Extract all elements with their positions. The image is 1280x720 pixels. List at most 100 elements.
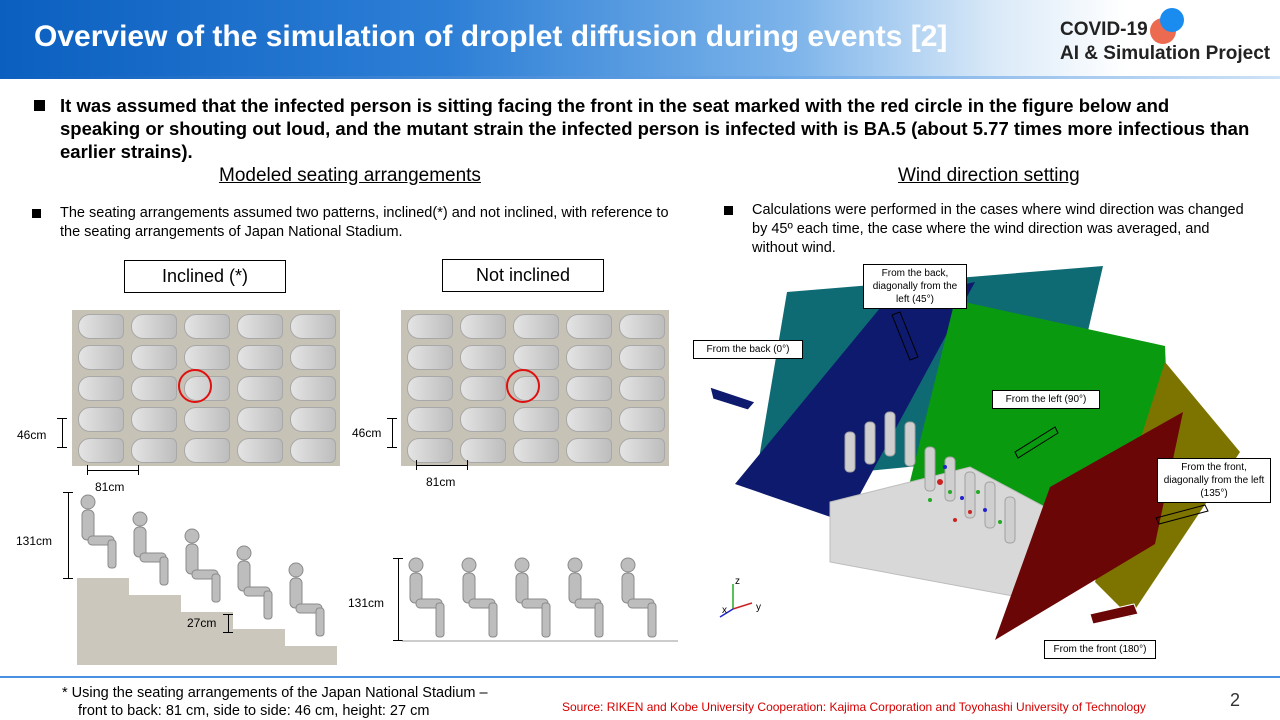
- seating-section-title: Modeled seating arrangements: [219, 165, 481, 186]
- header-underline: [0, 76, 1280, 79]
- step-height-dimension: 27cm: [187, 616, 217, 630]
- label-from-left: From the left (90°): [992, 390, 1100, 409]
- seat-top-view: [513, 314, 559, 339]
- seat-top-view: [407, 376, 453, 401]
- logo-line-1: COVID-19: [1060, 19, 1148, 40]
- label-from-front-diagonal: From the front, diagonally from the left…: [1157, 458, 1271, 503]
- seat-top-view: [407, 407, 453, 432]
- dimension-line: [87, 470, 139, 471]
- wind-bullet-text: Calculations were performed in the cases…: [752, 202, 1244, 256]
- dimension-tick: [467, 460, 468, 470]
- seat-top-view: [460, 345, 506, 370]
- seat-top-view: [131, 345, 177, 370]
- height-dimension: 131cm: [348, 596, 385, 610]
- height-line: [68, 492, 69, 578]
- seat-top-view: [619, 438, 665, 463]
- seat-top-view: [566, 438, 612, 463]
- infected-seat-marker: [506, 369, 540, 403]
- back-wind-arrow: [709, 386, 756, 411]
- main-bullet-text: It was assumed that the infected person …: [60, 95, 1250, 162]
- inclined-seated-people: [80, 494, 325, 637]
- seat-top-view: [184, 438, 230, 463]
- dimension-tick: [223, 632, 233, 633]
- project-logo: COVID-19 AI & Simulation Project: [1060, 8, 1275, 70]
- droplet-particles: [928, 465, 1002, 524]
- seat-top-view: [290, 407, 336, 432]
- seat-top-view: [566, 345, 612, 370]
- front-to-back-dimension: 81cm: [426, 475, 456, 489]
- side-to-side-dimension: 46cm: [17, 428, 47, 442]
- seat-top-view: [407, 438, 453, 463]
- wind-direction-diagram: [709, 266, 1240, 640]
- seat-top-view: [237, 438, 283, 463]
- footnote-line-1: * Using the seating arrangements of the …: [62, 685, 488, 701]
- dimension-tick: [138, 465, 139, 475]
- seat-top-view: [619, 376, 665, 401]
- label-from-back: From the back (0°): [693, 340, 803, 359]
- seat-top-view: [131, 314, 177, 339]
- back-plane: [735, 282, 975, 522]
- height-line: [398, 558, 399, 640]
- dimension-tick: [387, 447, 397, 448]
- seat-top-view: [290, 438, 336, 463]
- seat-top-view: [460, 438, 506, 463]
- seat-top-view: [78, 407, 124, 432]
- seat-top-view: [407, 345, 453, 370]
- seat-top-view: [78, 438, 124, 463]
- seat-top-view: [184, 407, 230, 432]
- seat-top-view: [78, 345, 124, 370]
- seat-top-view: [237, 345, 283, 370]
- seat-top-view: [513, 345, 559, 370]
- height-dimension: 131cm: [16, 534, 53, 548]
- z-axis-label: z: [735, 576, 740, 587]
- slide-title: Overview of the simulation of droplet di…: [34, 20, 948, 53]
- dimension-tick: [57, 447, 67, 448]
- dimension-tick: [63, 492, 73, 493]
- seat-top-view: [131, 438, 177, 463]
- footnote-line-2: front to back: 81 cm, side to side: 46 c…: [78, 703, 430, 719]
- side-to-side-dimension: 46cm: [352, 426, 382, 440]
- dimension-tick: [87, 465, 88, 475]
- step-line: [228, 614, 229, 632]
- seat-top-view: [407, 314, 453, 339]
- front-to-back-dimension: 81cm: [95, 480, 125, 494]
- seat-top-view: [513, 438, 559, 463]
- inclined-stairs: [77, 578, 337, 665]
- seat-top-view: [566, 314, 612, 339]
- bullet-square-icon: [724, 206, 733, 215]
- y-axis-label: y: [756, 602, 761, 613]
- seat-top-view: [237, 376, 283, 401]
- dimension-tick: [63, 578, 73, 579]
- inclined-label: Inclined (*): [124, 260, 286, 293]
- seat-top-view: [184, 314, 230, 339]
- label-from-front: From the front (180°): [1044, 640, 1156, 659]
- wind-section-title: Wind direction setting: [898, 165, 1080, 186]
- footer-line: [0, 676, 1280, 678]
- source-credit: Source: RIKEN and Kobe University Cooper…: [562, 700, 1146, 714]
- main-bullet: It was assumed that the infected person …: [34, 94, 1254, 163]
- dimension-line: [392, 418, 393, 448]
- seating-bullet: The seating arrangements assumed two pat…: [32, 204, 672, 242]
- seat-top-view: [131, 376, 177, 401]
- not-inclined-seat-grid: [401, 310, 669, 466]
- seat-top-view: [290, 314, 336, 339]
- front-plane: [995, 412, 1183, 640]
- dimension-tick: [57, 418, 67, 419]
- seat-top-view: [78, 314, 124, 339]
- dimension-tick: [393, 558, 403, 559]
- footnote: * Using the seating arrangements of the …: [62, 684, 488, 720]
- infected-seat-marker: [178, 369, 212, 403]
- not-inclined-label: Not inclined: [442, 259, 604, 292]
- seat-top-view: [566, 376, 612, 401]
- inclined-seat-grid: [72, 310, 340, 466]
- bullet-square-icon: [32, 209, 41, 218]
- dimension-tick: [416, 460, 417, 470]
- logo-blue-circle: [1160, 8, 1184, 32]
- header-bar: [0, 0, 1280, 78]
- x-axis-label: x: [722, 605, 727, 616]
- dimension-tick: [223, 614, 233, 615]
- dimension-line: [416, 465, 468, 466]
- dimension-tick: [393, 640, 403, 641]
- seat-top-view: [131, 407, 177, 432]
- seat-top-view: [619, 345, 665, 370]
